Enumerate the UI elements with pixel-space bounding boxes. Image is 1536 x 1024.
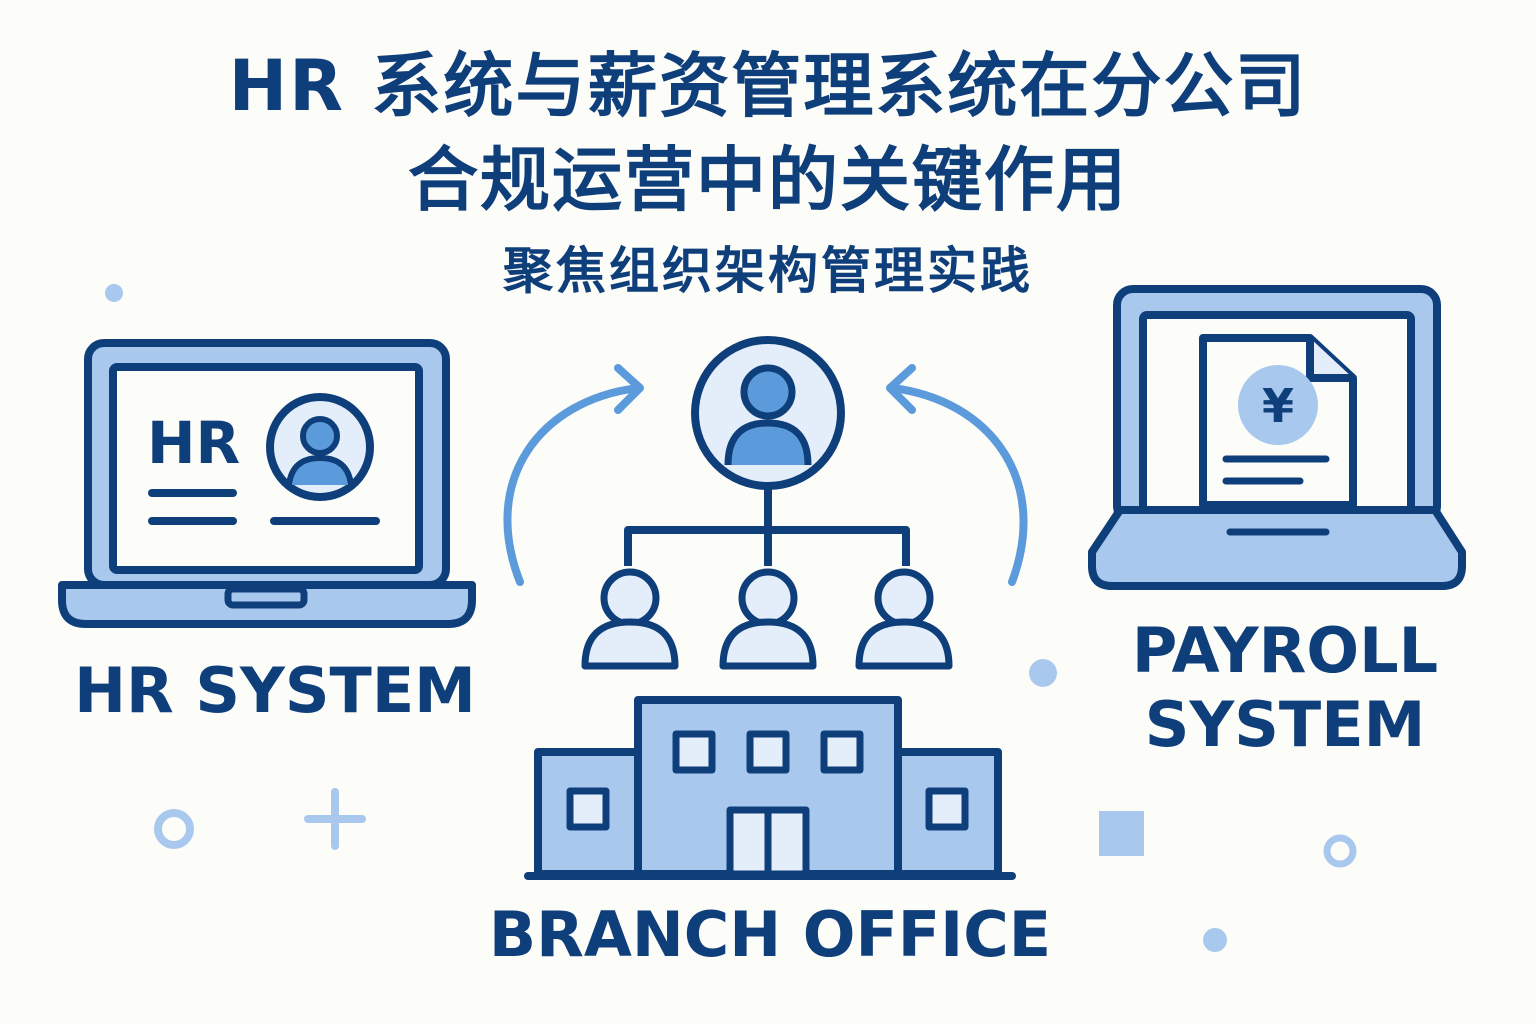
decor-dot bbox=[105, 284, 123, 302]
branch-building-icon bbox=[524, 696, 1016, 880]
branch-office-label: BRANCH OFFICE bbox=[488, 898, 1052, 971]
decor-ring bbox=[154, 809, 194, 849]
employee-icon bbox=[581, 568, 679, 670]
currency-icon bbox=[1238, 365, 1318, 445]
employee-icon bbox=[855, 568, 953, 670]
decor-dot bbox=[1029, 659, 1057, 687]
hr-screen-text: HR bbox=[147, 409, 240, 477]
decor-plus bbox=[304, 788, 366, 850]
title-line-1: HR 系统与薪资管理系统在分公司 bbox=[228, 45, 1308, 127]
manager-avatar-icon bbox=[691, 336, 845, 490]
payroll-system-label-line-1: PAYROLL bbox=[1131, 614, 1439, 687]
arrow-icon bbox=[886, 364, 1028, 586]
hr-laptop-icon: HR bbox=[58, 339, 476, 628]
arrow-icon bbox=[503, 364, 644, 586]
payroll-laptop-icon: ¥ bbox=[1088, 285, 1466, 590]
subtitle: 聚焦组织架构管理实践 bbox=[503, 242, 1033, 300]
hr-system-label: HR SYSTEM bbox=[74, 654, 476, 727]
payslip-document-icon: ¥ bbox=[1199, 334, 1357, 509]
payroll-system-label-line-2: SYSTEM bbox=[1144, 688, 1426, 761]
employee-icon bbox=[719, 568, 817, 670]
decor-ring bbox=[1323, 834, 1357, 868]
user-avatar-icon bbox=[266, 393, 374, 501]
decor-square bbox=[1099, 811, 1144, 856]
currency-symbol: ¥ bbox=[1262, 379, 1294, 433]
org-chart bbox=[581, 336, 953, 670]
title-line-2: 合规运营中的关键作用 bbox=[408, 139, 1128, 221]
decor-dot bbox=[1203, 928, 1227, 952]
